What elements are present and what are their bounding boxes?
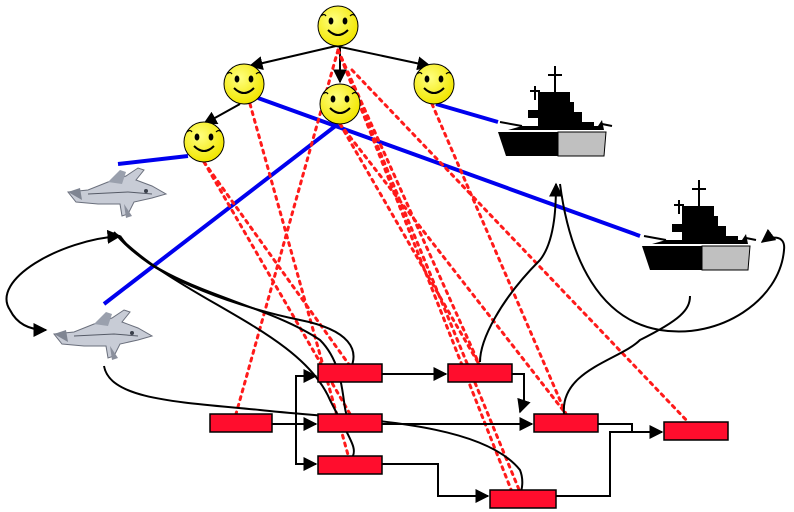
task-block[interactable] bbox=[489, 489, 557, 509]
smiley-face-icon[interactable] bbox=[223, 63, 265, 105]
smiley-face-icon[interactable] bbox=[319, 83, 361, 125]
task-block[interactable] bbox=[209, 413, 273, 433]
workflow-connectors bbox=[272, 367, 664, 503]
smiley-face-icon[interactable] bbox=[413, 63, 455, 105]
task-block[interactable] bbox=[663, 421, 729, 441]
control-lines bbox=[102, 96, 641, 306]
task-block[interactable] bbox=[317, 455, 383, 475]
task-block[interactable] bbox=[533, 413, 599, 433]
smiley-face-icon[interactable] bbox=[317, 5, 359, 47]
task-block[interactable] bbox=[317, 363, 383, 383]
smiley-face-icon[interactable] bbox=[183, 121, 225, 163]
fighter-jet-icon[interactable] bbox=[67, 167, 167, 219]
fighter-jet-icon[interactable] bbox=[53, 309, 153, 361]
dependency-lines bbox=[202, 48, 692, 494]
battleship-icon[interactable] bbox=[641, 179, 757, 271]
battleship-icon[interactable] bbox=[497, 65, 613, 157]
task-block[interactable] bbox=[447, 363, 513, 383]
task-block[interactable] bbox=[317, 413, 383, 433]
task-blocks bbox=[209, 363, 729, 509]
